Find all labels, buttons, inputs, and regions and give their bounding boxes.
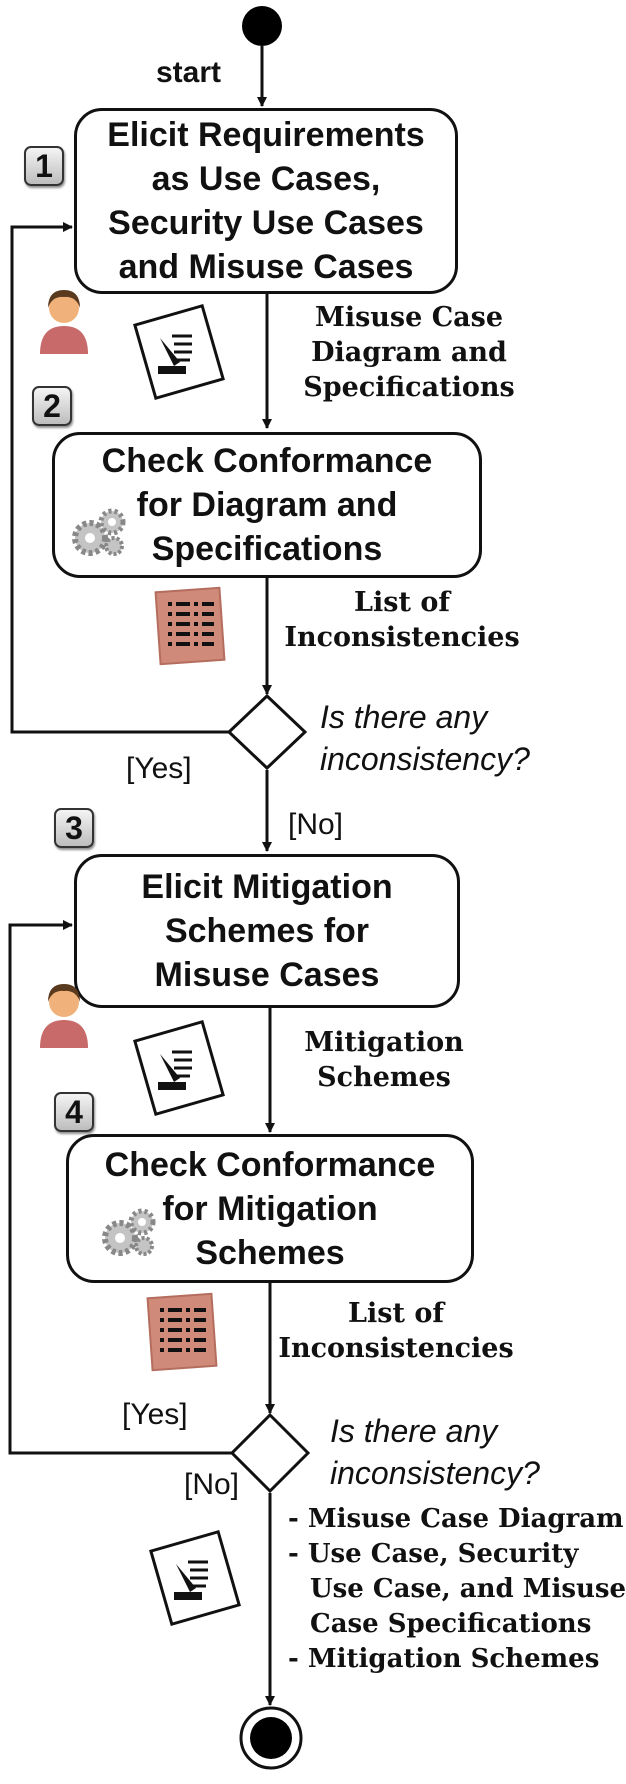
guard-yes-1: [Yes] — [126, 752, 192, 785]
artifact-inconsistencies-1: List of Inconsistencies — [284, 587, 520, 653]
step-badge-2: 2 — [32, 386, 72, 426]
decision-question-2: Is there any inconsistency? — [330, 1413, 540, 1491]
step-badge-1: 1 — [24, 146, 64, 186]
list-note-icon — [146, 1292, 218, 1372]
decision-node-2 — [229, 1412, 311, 1494]
step-badge-4: 4 — [54, 1092, 94, 1132]
document-pen-icon — [133, 1019, 225, 1117]
list-note-icon — [154, 586, 226, 666]
final-output-item: - Mitigation Schemes — [288, 1644, 600, 1674]
person-icon — [40, 290, 88, 354]
guard-no-2: [No] — [184, 1468, 240, 1501]
activity-elicit-mitigation-label: Elicit Mitigation Schemes for Misuse Cas… — [141, 868, 393, 994]
artifact-mitigation-schemes: Mitigation Schemes — [304, 1027, 464, 1093]
decision-question-1: Is there any inconsistency? — [320, 699, 530, 777]
step-badge-3: 3 — [54, 808, 94, 848]
person-icon — [40, 984, 88, 1048]
final-output-item: Use Case, and Misuse — [310, 1574, 626, 1604]
guard-yes-2: [Yes] — [122, 1398, 188, 1431]
document-pen-icon — [133, 303, 225, 401]
activity-check-conformance-mitigation-label: Check Conformance for Mitigation Schemes — [104, 1145, 436, 1272]
artifact-inconsistencies-2: List of Inconsistencies — [278, 1298, 514, 1364]
final-output-list: - Misuse Case Diagram - Use Case, Securi… — [288, 1502, 626, 1677]
activity-elicit-mitigation: Elicit Mitigation Schemes for Misuse Cas… — [74, 854, 460, 1008]
guard-no-1: [No] — [288, 808, 344, 841]
activity-check-conformance-mitigation: Check Conformance for Mitigation Schemes — [66, 1134, 474, 1283]
decision-node-1 — [226, 693, 308, 771]
final-output-item: Case Specifications — [310, 1609, 592, 1639]
loop-back-to-step3 — [8, 920, 232, 1455]
start-node — [242, 6, 282, 46]
start-label: start — [156, 56, 222, 89]
activity-check-conformance-diagram-label: Check Conformance for Diagram and Specif… — [101, 442, 433, 568]
final-output-item: - Misuse Case Diagram — [288, 1504, 624, 1534]
gears-icon — [102, 1208, 156, 1256]
document-pen-icon — [149, 1529, 241, 1627]
artifact-misuse-case-specs: Misuse Case Diagram and Specifications — [303, 302, 515, 403]
activity-check-conformance-diagram: Check Conformance for Diagram and Specif… — [52, 432, 482, 578]
final-output-item: - Use Case, Security — [288, 1539, 579, 1569]
activity-elicit-requirements: Elicit Requirements as Use Cases, Securi… — [74, 108, 458, 294]
gears-icon — [72, 508, 126, 556]
loop-back-to-step1 — [10, 222, 229, 734]
activity-elicit-requirements-label: Elicit Requirements as Use Cases, Securi… — [107, 116, 425, 286]
